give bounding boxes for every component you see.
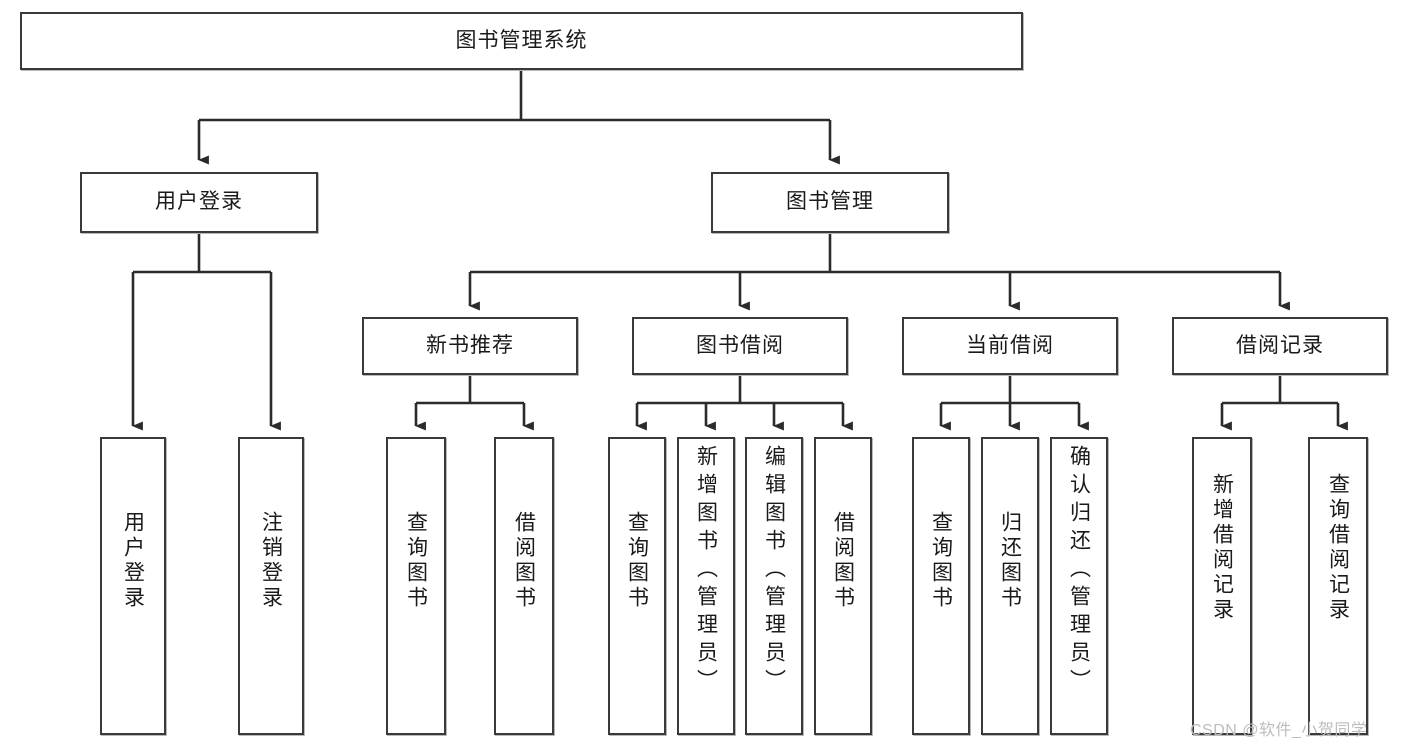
leaf-return-book-label: 归还图书 xyxy=(998,511,1022,611)
leaf-edit-book[interactable]: 编辑图书（管理员） xyxy=(745,437,803,735)
leaf-logout-login[interactable]: 注销登录 xyxy=(238,437,304,735)
leaf-query-book-2-label: 查询图书 xyxy=(625,511,649,611)
node-new-book-recommend-label: 新书推荐 xyxy=(426,333,514,357)
leaf-query-record[interactable]: 查询借阅记录 xyxy=(1308,437,1368,735)
leaf-return-book[interactable]: 归还图书 xyxy=(981,437,1039,735)
node-book-management[interactable]: 图书管理 xyxy=(711,172,949,233)
leaf-confirm-return[interactable]: 确认归还（管理员） xyxy=(1050,437,1108,735)
node-current-borrow-label: 当前借阅 xyxy=(966,333,1054,357)
leaf-query-book-2[interactable]: 查询图书 xyxy=(608,437,666,735)
leaf-borrow-book-1-label: 借阅图书 xyxy=(512,511,536,611)
leaf-query-book-1[interactable]: 查询图书 xyxy=(386,437,446,735)
node-new-book-recommend[interactable]: 新书推荐 xyxy=(362,317,578,375)
leaf-add-book[interactable]: 新增图书（管理员） xyxy=(677,437,735,735)
leaf-borrow-book-2[interactable]: 借阅图书 xyxy=(814,437,872,735)
node-root[interactable]: 图书管理系统 xyxy=(20,12,1023,70)
leaf-query-record-label: 查询借阅记录 xyxy=(1326,473,1350,623)
leaf-borrow-book-2-label: 借阅图书 xyxy=(831,511,855,611)
leaf-add-record[interactable]: 新增借阅记录 xyxy=(1192,437,1252,735)
node-book-borrow-label: 图书借阅 xyxy=(696,333,784,357)
leaf-query-book-3-label: 查询图书 xyxy=(929,511,953,611)
leaf-add-record-label: 新增借阅记录 xyxy=(1210,473,1234,623)
leaf-query-book-1-label: 查询图书 xyxy=(404,511,428,611)
node-root-label: 图书管理系统 xyxy=(455,28,588,52)
leaf-user-login-label: 用户登录 xyxy=(121,511,145,611)
node-current-borrow[interactable]: 当前借阅 xyxy=(902,317,1118,375)
node-user-login[interactable]: 用户登录 xyxy=(80,172,318,233)
node-book-borrow[interactable]: 图书借阅 xyxy=(632,317,848,375)
leaf-add-book-label: 新增图书（管理员） xyxy=(694,445,718,697)
node-borrow-record-label: 借阅记录 xyxy=(1236,333,1324,357)
node-borrow-record[interactable]: 借阅记录 xyxy=(1172,317,1388,375)
leaf-edit-book-label: 编辑图书（管理员） xyxy=(762,445,786,697)
node-user-login-label: 用户登录 xyxy=(155,190,243,214)
leaf-borrow-book-1[interactable]: 借阅图书 xyxy=(494,437,554,735)
csdn-watermark: CSDN @软件_小贺同学 xyxy=(1190,722,1368,739)
leaf-user-login[interactable]: 用户登录 xyxy=(100,437,166,735)
node-book-management-label: 图书管理 xyxy=(786,190,874,214)
leaf-logout-login-label: 注销登录 xyxy=(259,511,283,611)
leaf-confirm-return-label: 确认归还（管理员） xyxy=(1067,445,1091,697)
leaf-query-book-3[interactable]: 查询图书 xyxy=(912,437,970,735)
